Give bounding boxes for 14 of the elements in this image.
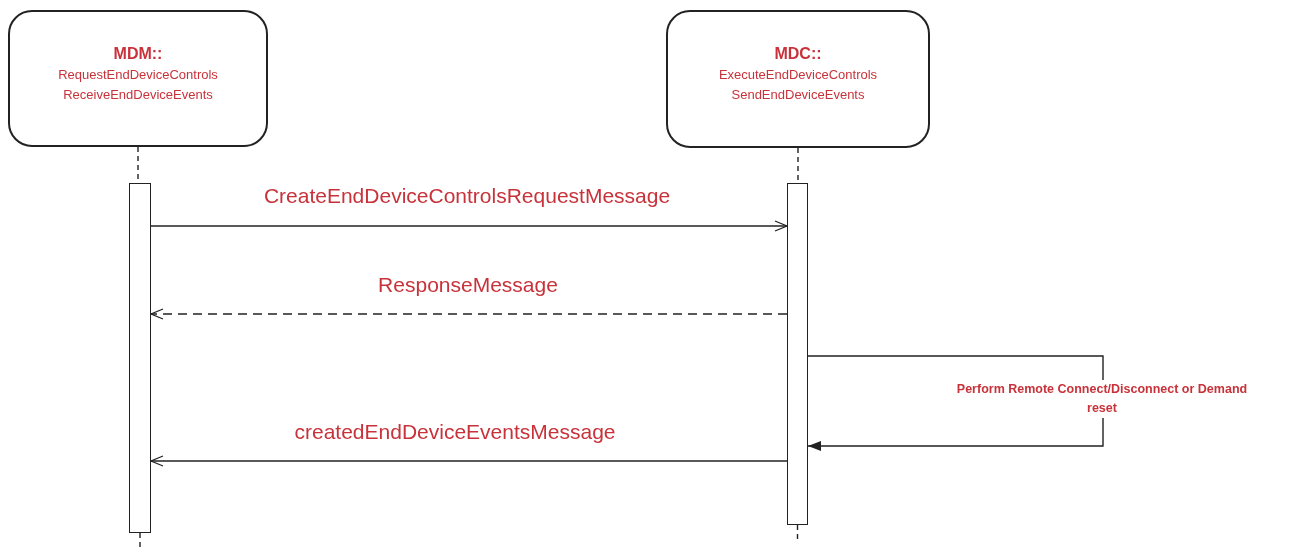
operation-name: SendEndDeviceEvents — [731, 86, 865, 104]
activation-bar — [787, 183, 808, 525]
participant-name: MDM:: — [113, 43, 163, 64]
participant-box — [666, 10, 930, 148]
activation-bar — [129, 183, 151, 533]
participant-name: MDC:: — [774, 44, 822, 64]
participant-box — [8, 10, 268, 147]
message-arrow — [150, 220, 788, 232]
operation-name: RequestEndDeviceControls — [58, 65, 218, 84]
message-arrow — [150, 308, 788, 320]
message-arrow — [150, 455, 788, 467]
operation-name: ExecuteEndDeviceControls — [718, 66, 878, 84]
operation-name: ReceiveEndDeviceEvents — [63, 85, 213, 104]
self-message-arrow — [807, 355, 1104, 451]
